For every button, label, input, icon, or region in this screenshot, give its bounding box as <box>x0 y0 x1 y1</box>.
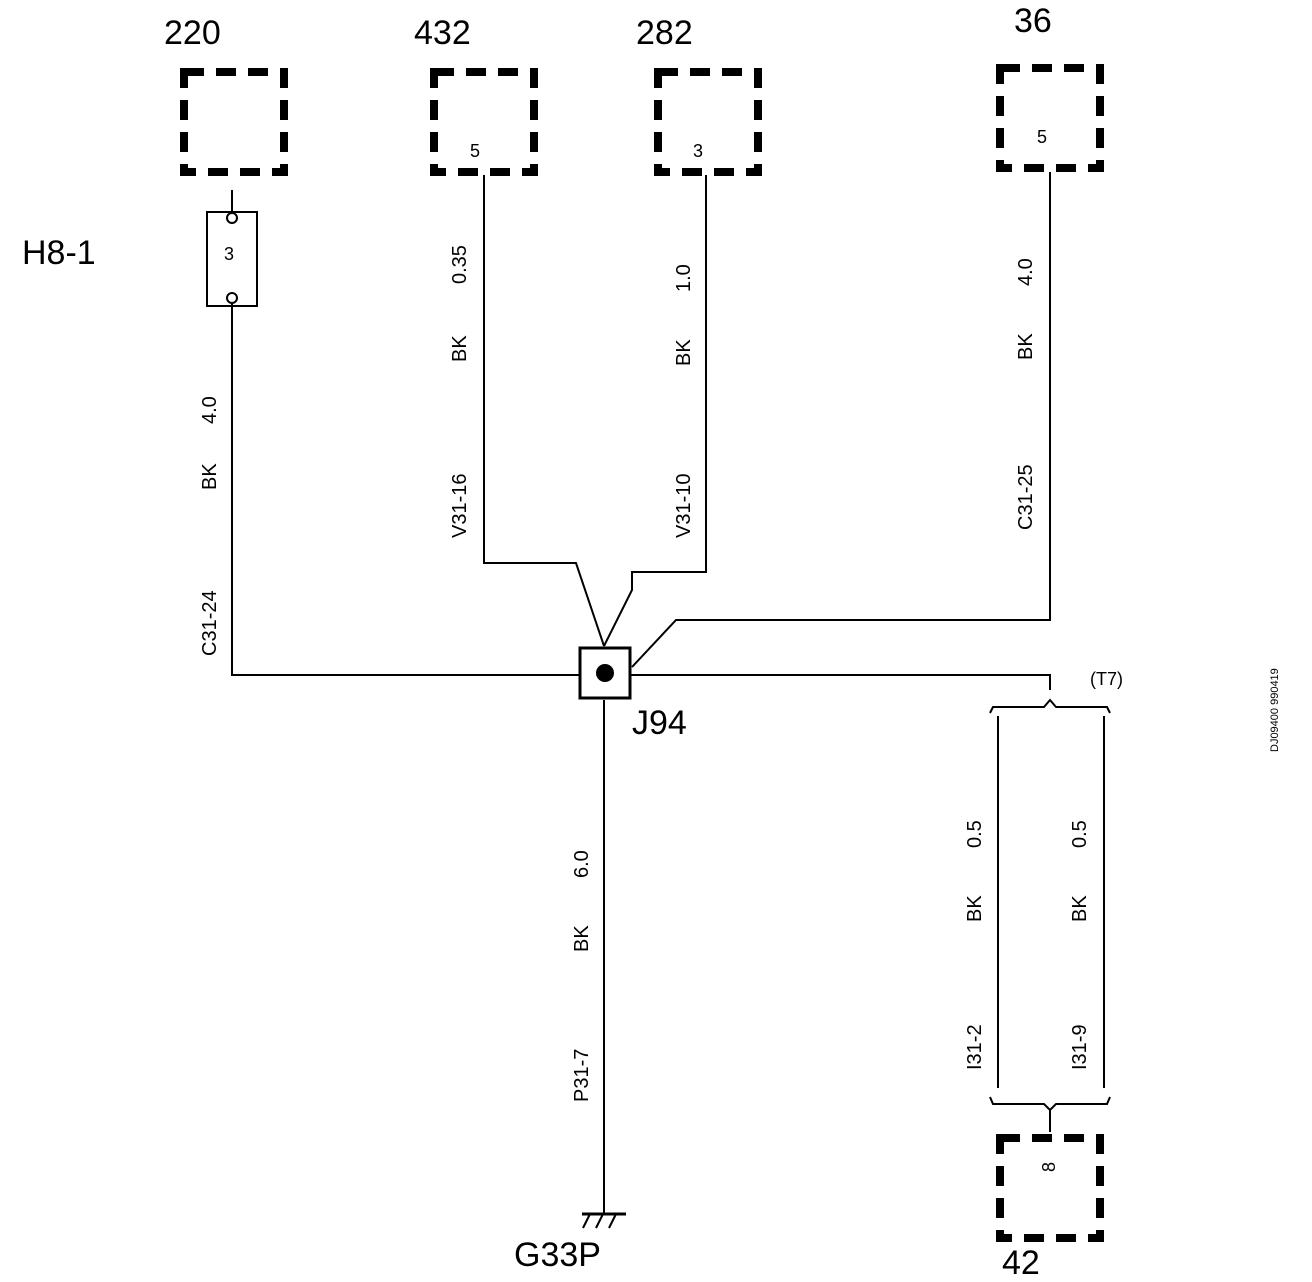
wire-282-size: 1.0 <box>673 264 695 292</box>
wire-shield <box>630 674 1051 690</box>
wire-36 <box>631 172 1051 668</box>
fuse-pin: 3 <box>224 244 235 264</box>
splice-box <box>578 646 632 700</box>
wire-36-circuit: C31-25 <box>1015 464 1037 530</box>
wire-right-circuit: I31-9 <box>1069 1024 1091 1070</box>
component-220-label: 220 <box>164 14 221 52</box>
wire-right-color: BK <box>1069 895 1091 922</box>
wire-left-circuit: I31-2 <box>964 1024 986 1070</box>
wire-left-size: 0.5 <box>964 820 986 848</box>
wire-282-color: BK <box>673 339 695 366</box>
component-282-pin: 3 <box>693 141 704 161</box>
twist-label: (T7) <box>1090 669 1123 689</box>
wire-right-size: 0.5 <box>1069 820 1091 848</box>
wire-282-circuit: V31-10 <box>673 473 695 539</box>
brace-top <box>989 698 1111 714</box>
component-36-label: 36 <box>1014 2 1052 40</box>
wire-220 <box>231 303 580 676</box>
component-42-box <box>996 1134 1104 1242</box>
wire-220-circuit: C31-24 <box>199 590 221 656</box>
wire-36-color: BK <box>1015 333 1037 360</box>
fuse-terminal-top <box>226 212 238 224</box>
component-42-label: 42 <box>1002 1244 1040 1282</box>
brace-bottom <box>989 1096 1111 1112</box>
splice-dot <box>596 664 614 682</box>
wire-432-size: 0.35 <box>449 245 471 284</box>
wire-left-color: BK <box>964 895 986 922</box>
fuse-terminal-bottom <box>226 292 238 304</box>
wire-432-circuit: V31-16 <box>449 473 471 539</box>
component-220-box <box>180 68 288 176</box>
component-282-box <box>654 68 762 176</box>
wire-432-color: BK <box>449 335 471 362</box>
component-36-box <box>996 64 1104 172</box>
component-282-label: 282 <box>636 14 693 52</box>
splice-label: J94 <box>632 704 687 742</box>
component-42-pin: 8 <box>1039 1161 1059 1172</box>
component-36-pin: 5 <box>1037 127 1048 147</box>
wire-ground-size: 6.0 <box>571 850 593 878</box>
ground-label: G33P <box>514 1236 601 1274</box>
component-432-box <box>430 68 538 176</box>
wire-220-size: 4.0 <box>199 396 221 424</box>
page-title: H8-1 <box>22 234 96 272</box>
wire-220-color: BK <box>199 463 221 490</box>
component-432-label: 432 <box>414 14 471 52</box>
wire-ground-circuit: P31-7 <box>571 1048 593 1102</box>
wire-432 <box>483 175 605 647</box>
wire-ground-color: BK <box>571 925 593 952</box>
wire-282 <box>603 175 707 647</box>
wire-36-size: 4.0 <box>1015 258 1037 286</box>
component-432-pin: 5 <box>470 141 481 161</box>
doc-code: DJ09400 990419 <box>1269 668 1281 752</box>
